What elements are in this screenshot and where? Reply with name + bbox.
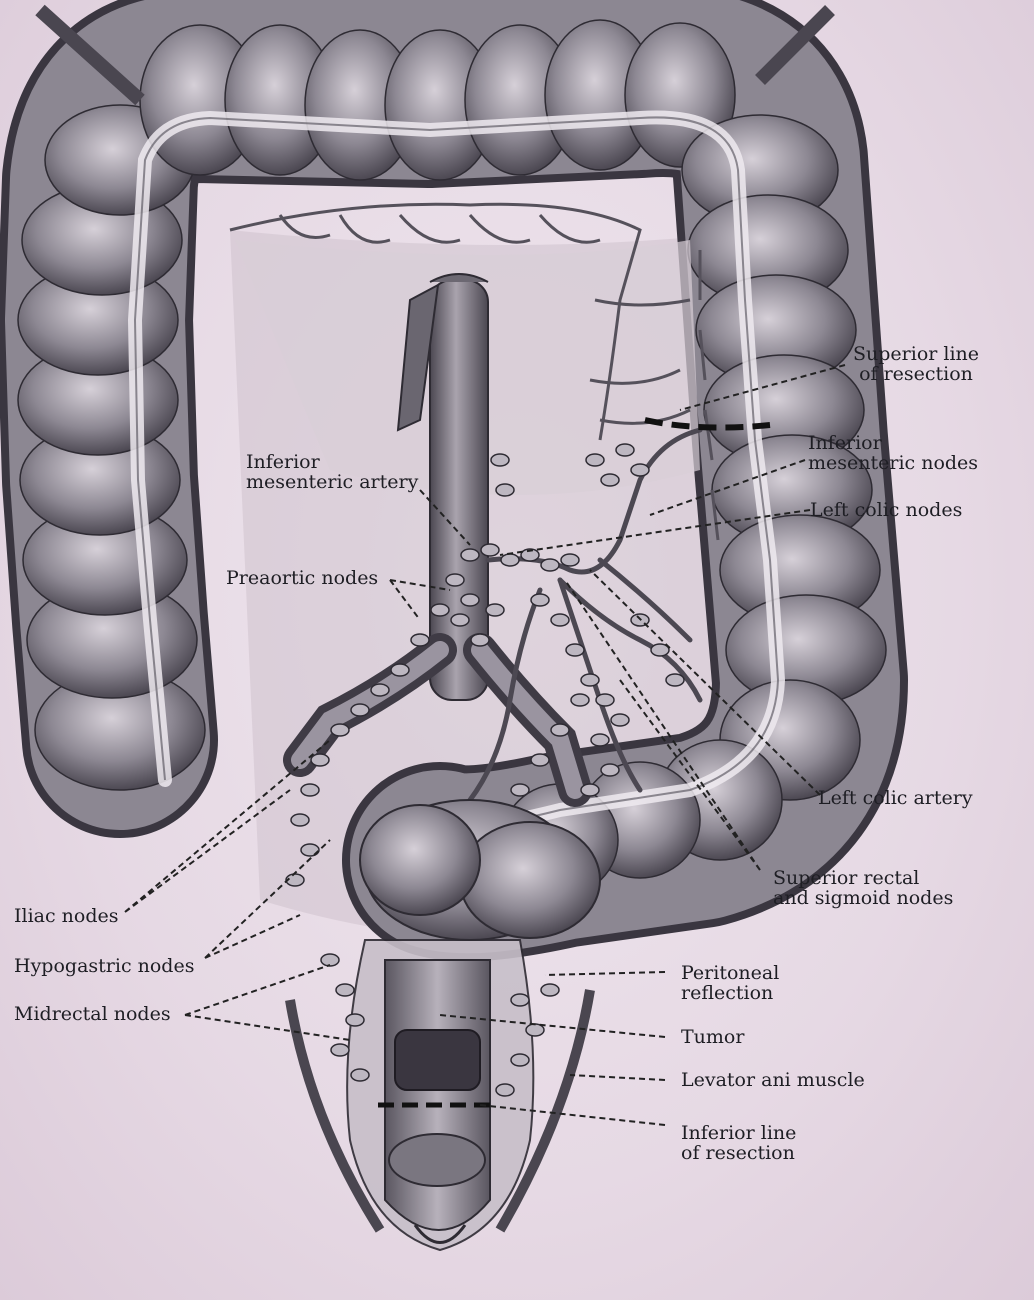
lymph-node	[461, 549, 479, 561]
label-levator-ani-muscle: Levator ani muscle	[681, 1070, 865, 1090]
lymph-node	[336, 984, 354, 996]
label-peritoneal-reflection: Peritoneal reflection	[681, 963, 779, 1003]
lymph-node	[471, 634, 489, 646]
label-superior-line-of-resection: Superior line of resection	[853, 344, 979, 384]
lymph-node	[631, 464, 649, 476]
label-hypogastric-nodes: Hypogastric nodes	[14, 956, 194, 976]
lymph-node	[351, 704, 369, 716]
lymph-node	[486, 604, 504, 616]
lymph-node	[511, 784, 529, 796]
lymph-node	[431, 604, 449, 616]
lymph-node	[351, 1069, 369, 1081]
lymph-node	[451, 614, 469, 626]
label-iliac-nodes: Iliac nodes	[14, 906, 119, 926]
label-inferior-mesenteric-artery: Inferior mesenteric artery	[246, 452, 418, 492]
lymph-node	[511, 994, 529, 1006]
lymph-node	[331, 724, 349, 736]
lymph-node	[601, 474, 619, 486]
lymph-node	[511, 1054, 529, 1066]
lymph-node	[596, 694, 614, 706]
lymph-node	[616, 444, 634, 456]
label-inferior-line-of-resection: Inferior line of resection	[681, 1123, 796, 1163]
lymph-node	[566, 644, 584, 656]
lymph-node	[561, 554, 579, 566]
lymph-node	[461, 594, 479, 606]
lymph-node	[501, 554, 519, 566]
lymph-node	[666, 674, 684, 686]
lymph-node	[411, 634, 429, 646]
lymph-node	[496, 1084, 514, 1096]
lymph-node	[321, 954, 339, 966]
lymph-node	[551, 724, 569, 736]
label-inferior-mesenteric-nodes: Inferior mesenteric nodes	[808, 433, 978, 473]
lymph-node	[611, 714, 629, 726]
lymph-node	[541, 559, 559, 571]
lymph-node	[496, 484, 514, 496]
lymph-node	[531, 754, 549, 766]
lymph-node	[601, 764, 619, 776]
lymph-node	[581, 784, 599, 796]
lymph-node	[371, 684, 389, 696]
label-left-colic-nodes: Left colic nodes	[810, 500, 962, 520]
lymph-node	[481, 544, 499, 556]
lymph-node	[581, 674, 599, 686]
lymph-node	[531, 594, 549, 606]
label-superior-rectal-sigmoid-nodes: Superior rectal and sigmoid nodes	[773, 868, 953, 908]
label-tumor: Tumor	[681, 1027, 744, 1047]
lymph-node	[551, 614, 569, 626]
label-preaortic-nodes: Preaortic nodes	[226, 568, 378, 588]
lymph-node	[586, 454, 604, 466]
lymph-node	[311, 754, 329, 766]
lymph-node	[571, 694, 589, 706]
lymph-node	[291, 814, 309, 826]
tumor-mass	[395, 1030, 480, 1090]
lymph-node	[541, 984, 559, 996]
lymph-node	[301, 784, 319, 796]
lymph-node	[591, 734, 609, 746]
label-midrectal-nodes: Midrectal nodes	[14, 1004, 171, 1024]
lymph-node	[331, 1044, 349, 1056]
label-left-colic-artery: Left colic artery	[818, 788, 973, 808]
lymph-node	[346, 1014, 364, 1026]
lymph-node	[446, 574, 464, 586]
lymph-node	[491, 454, 509, 466]
lymph-node	[391, 664, 409, 676]
